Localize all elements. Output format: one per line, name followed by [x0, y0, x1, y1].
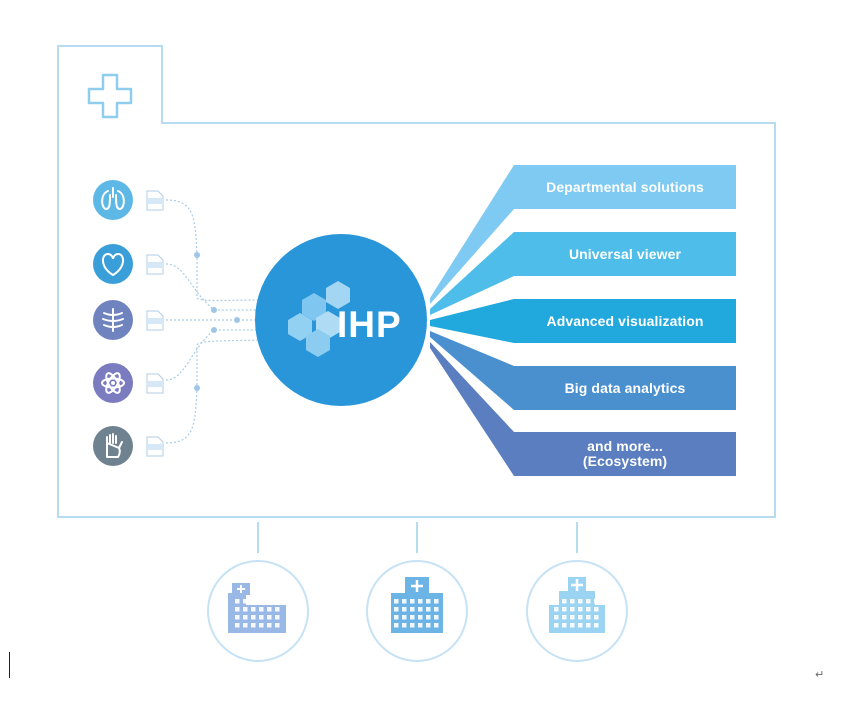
- hub-label: IHP: [337, 304, 402, 345]
- hospital-building-icon: [207, 560, 309, 662]
- fan-ray: [430, 165, 514, 304]
- output-fan: [430, 165, 736, 476]
- file-icon: [146, 310, 164, 331]
- input-connectors: [165, 199, 263, 444]
- output-box: [514, 432, 736, 476]
- ihp-hub: [255, 234, 427, 406]
- output-box: [514, 232, 736, 276]
- connector-nodes: [194, 252, 240, 391]
- output-label-departmental: Departmental solutions: [546, 178, 704, 195]
- atom-icon: [93, 363, 133, 403]
- file-icon: [146, 373, 164, 394]
- hospital-building-icon: [366, 560, 468, 662]
- hand-icon: [93, 426, 133, 466]
- fan-ray: [430, 342, 514, 476]
- output-label-ecosystem: and more... (Ecosystem): [582, 438, 668, 469]
- output-label-analytics: Big data analytics: [564, 379, 686, 396]
- file-icon: [146, 254, 164, 275]
- fan-ray: [430, 331, 514, 410]
- text-cursor: [9, 652, 10, 678]
- paragraph-mark-icon: ↵: [815, 668, 825, 681]
- file-icon: [146, 436, 164, 457]
- folder-frame: [57, 45, 776, 518]
- hospital-building-icon: [526, 560, 628, 662]
- output-box: [514, 299, 736, 343]
- hexagon-cluster-icon: [288, 281, 350, 357]
- plus-icon: [87, 73, 133, 119]
- output-label-visualization: Advanced visualization: [546, 312, 704, 329]
- lungs-icon: [93, 180, 133, 220]
- output-box: [514, 165, 736, 209]
- input-icons: [93, 180, 164, 466]
- ribcage-icon: [93, 300, 133, 340]
- output-label-viewer: Universal viewer: [568, 245, 682, 262]
- fan-ray: [430, 232, 514, 315]
- hospital-row: [207, 560, 628, 662]
- fan-ray: [430, 299, 514, 343]
- hospital-connectors: [257, 522, 578, 553]
- output-box: [514, 366, 736, 410]
- heart-icon: [93, 244, 133, 284]
- file-icon: [146, 190, 164, 211]
